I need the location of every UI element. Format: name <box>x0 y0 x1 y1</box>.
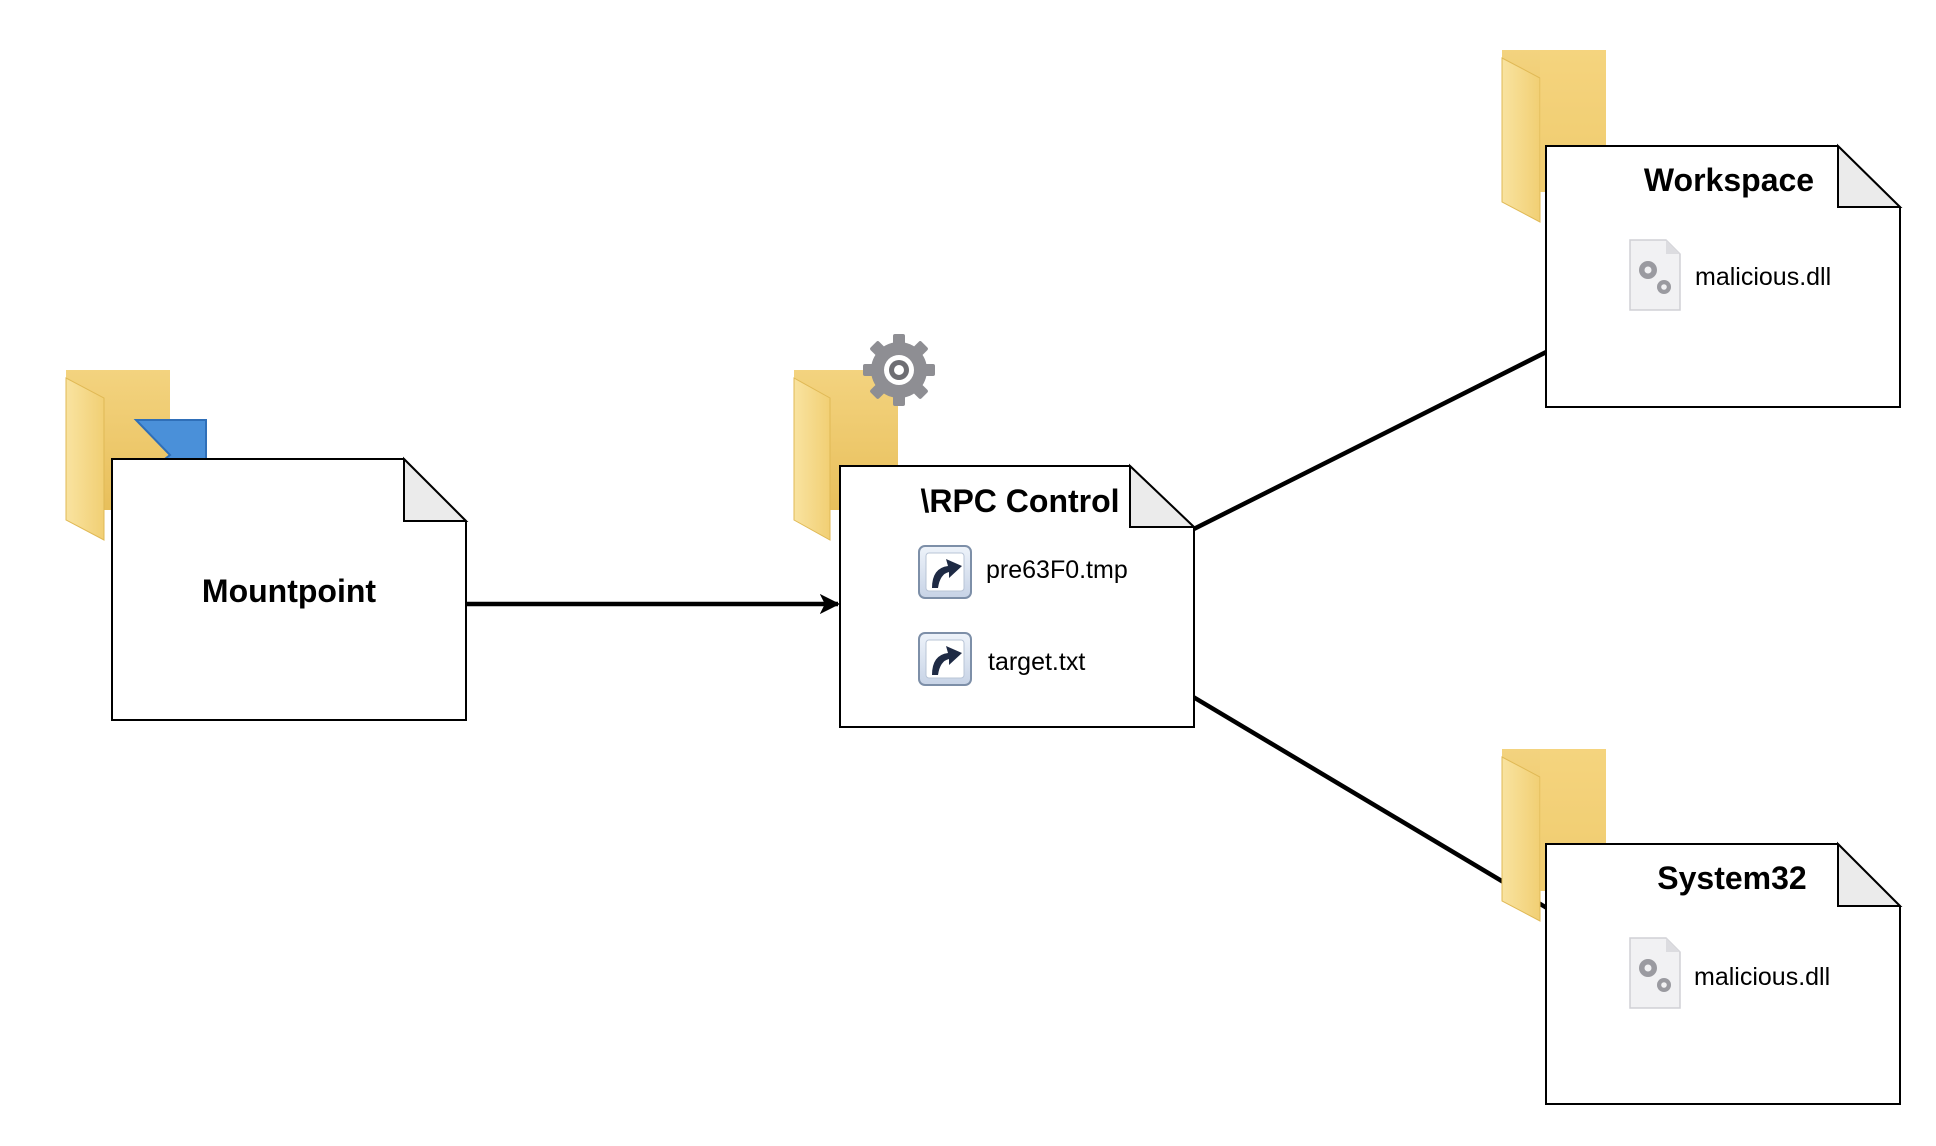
list-item-system32-dll[interactable]: malicious.dll <box>1629 937 1830 1009</box>
workspace-title: Workspace <box>1644 162 1814 198</box>
page-fold <box>1837 143 1903 208</box>
node-system32[interactable]: System32 malicious.dll <box>1501 749 1903 1105</box>
page-shape <box>111 458 467 721</box>
page-shape <box>1545 843 1901 1105</box>
symlink-icon <box>918 545 972 599</box>
node-mountpoint[interactable]: Mountpoint <box>65 370 469 721</box>
page-fold <box>403 456 469 522</box>
page-shape <box>1545 145 1901 408</box>
system32-title: System32 <box>1657 860 1806 896</box>
mountpoint-title: Mountpoint <box>202 573 376 609</box>
node-rpc-control[interactable]: \RPC Control pre63F0.tmp target.txt <box>793 334 1197 728</box>
gear-icon <box>863 334 935 406</box>
item-label: malicious.dll <box>1695 263 1831 291</box>
dll-file-icon <box>1629 239 1681 311</box>
list-item-pre63f0[interactable]: pre63F0.tmp <box>918 545 1128 599</box>
list-item-workspace-dll[interactable]: malicious.dll <box>1629 239 1831 311</box>
node-workspace[interactable]: Workspace malicious.dll <box>1501 50 1903 408</box>
page-fold <box>1129 463 1197 528</box>
edge-pre63f0-to-workspace-dll <box>1146 315 1616 555</box>
item-label: target.txt <box>988 648 1085 676</box>
list-item-target[interactable]: target.txt <box>918 632 1085 686</box>
item-label: pre63F0.tmp <box>986 556 1128 584</box>
item-label: malicious.dll <box>1694 963 1830 991</box>
dll-file-icon <box>1629 937 1681 1009</box>
rpc-control-title: \RPC Control <box>920 483 1119 519</box>
page-fold <box>1837 841 1903 907</box>
symlink-icon <box>918 632 972 686</box>
